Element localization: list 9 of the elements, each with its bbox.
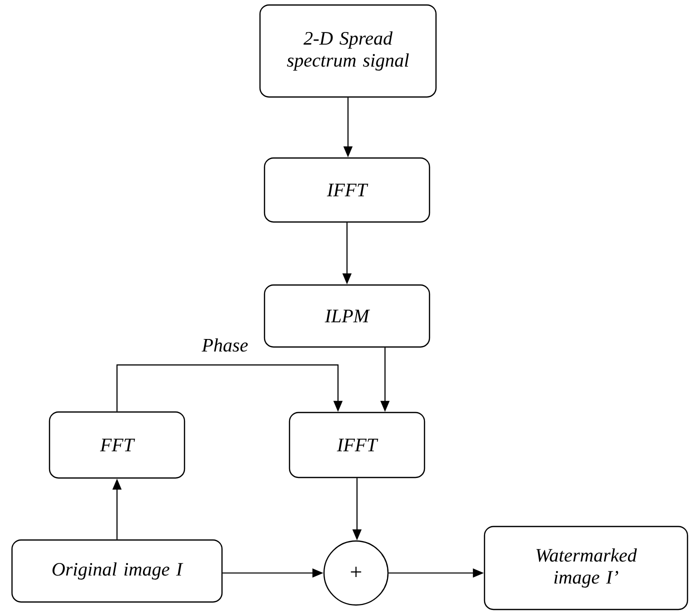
process-box: Watermarked image I’ xyxy=(484,526,688,610)
process-box: Original image I xyxy=(11,539,223,603)
edge-label: Phase xyxy=(202,338,248,352)
process-box: FFT xyxy=(48,411,186,479)
process-box: IFFT xyxy=(264,157,430,223)
process-box: 2-D Spread spectrum signal xyxy=(259,4,437,98)
process-box: IFFT xyxy=(288,412,426,478)
process-box: ILPM xyxy=(264,284,430,348)
summing-junction: + xyxy=(323,540,389,606)
